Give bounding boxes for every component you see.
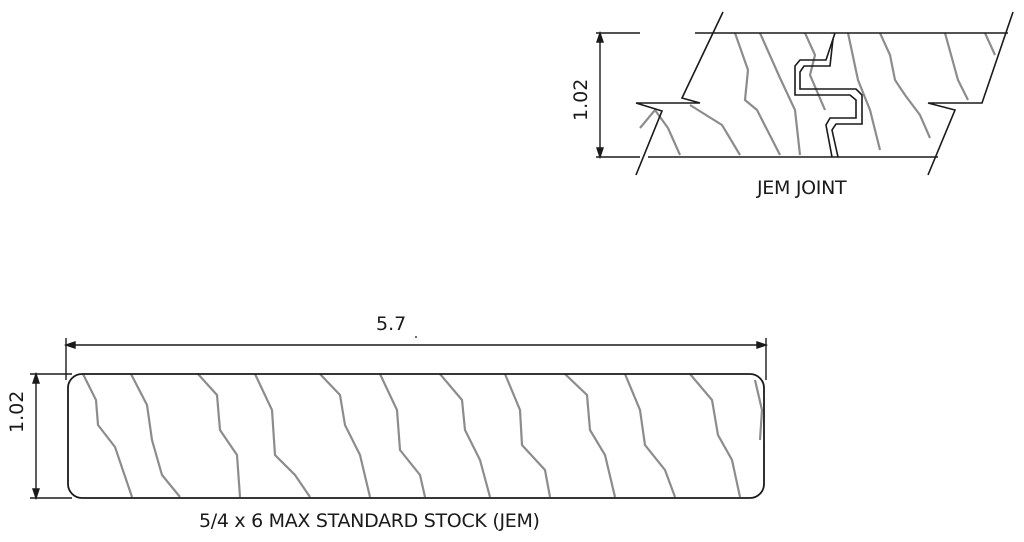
joint-thickness-label: 1.02 [570,78,592,121]
jem-joint-detail [596,11,1014,176]
board-width-label: 5.7 [376,313,407,335]
joint-grain-line [878,32,932,139]
board-grain-line [379,373,427,498]
board-width-dimension [63,338,769,380]
board-grain-line [623,373,677,498]
board-grain-line [82,373,134,498]
tongue-groove-profile [794,32,857,158]
board-grain-line [319,373,372,498]
stray-dot [415,336,417,338]
joint-grain-line [803,32,827,111]
right-board-outline [635,11,724,176]
joint-grain-line [733,32,781,156]
board-grain-line [439,373,492,498]
board-grain-line [197,373,242,498]
board-grain-line [254,373,311,498]
left-board-outline [927,11,1014,176]
board-grain-line [130,373,181,498]
board-caption: 5/4 x 6 MAX STANDARD STOCK (JEM) [199,510,540,532]
joint-grain-line [758,32,802,156]
joint-outlines [635,11,1014,176]
board-grain-line [503,373,552,498]
jem-joint-caption: JEM JOINT [757,177,847,199]
board-grain-line [753,379,764,441]
joint-grain-line [983,32,997,56]
joint-thickness-dimension [596,30,640,160]
board-grain-line [689,373,742,498]
joint-grain-line [639,108,682,156]
joint-grain-line [943,32,969,101]
board-outline [67,373,765,499]
board-thickness-dimension [30,371,72,501]
board-grain-line [564,373,617,498]
board-section-detail [30,338,769,501]
board-thickness-label: 1.02 [6,390,28,433]
joint-grain-lines [639,32,997,156]
tongue-groove-profile-inner [799,38,863,158]
joint-grain-line [689,104,741,156]
joint-grain-line [846,32,882,151]
board-grain-lines [82,373,764,498]
